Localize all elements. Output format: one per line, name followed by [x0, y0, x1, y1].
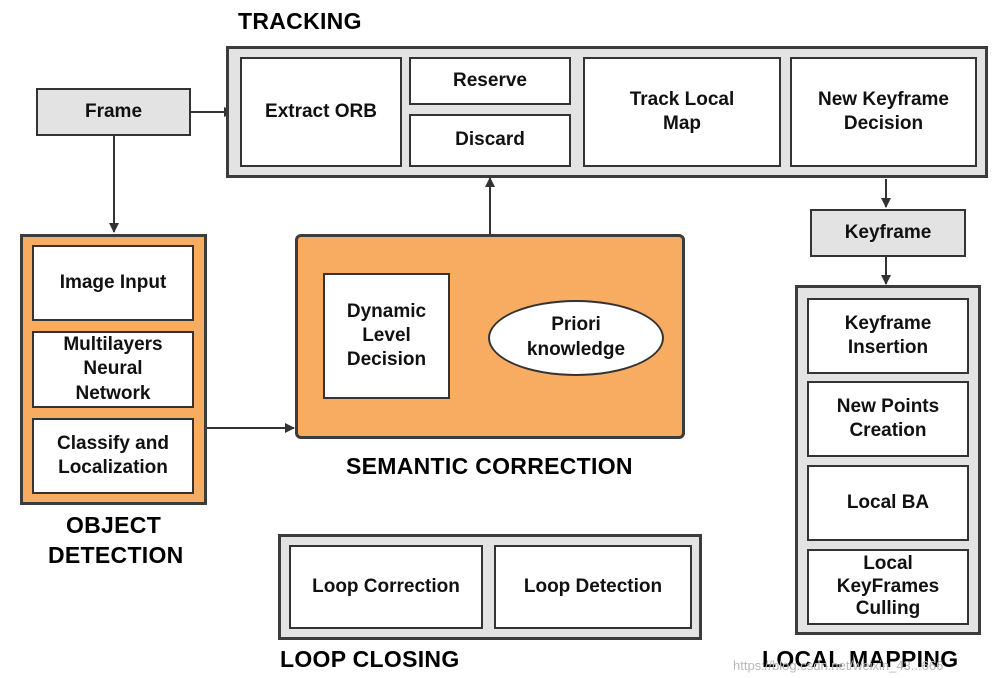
semantic-correction-title: SEMANTIC CORRECTION: [346, 453, 633, 479]
image-input-box: Image Input: [32, 245, 194, 321]
local-mapping-title: LOCAL MAPPING: [762, 646, 959, 672]
classify-localization-box: Classify and Localization: [32, 418, 194, 494]
multilayers-neural-network-box: Multilayers Neural Network: [32, 331, 194, 408]
object-detection-title: OBJECT DETECTION: [48, 512, 184, 569]
local-keyframes-culling-box: Local KeyFrames Culling: [807, 549, 969, 625]
extract-orb-box: Extract ORB: [240, 57, 402, 167]
priori-knowledge-ellipse: Priori knowledge: [488, 300, 664, 376]
new-points-creation-box: New Points Creation: [807, 381, 969, 457]
loop-correction-box: Loop Correction: [289, 545, 483, 629]
loop-closing-title: LOOP CLOSING: [280, 646, 460, 672]
loop-detection-box: Loop Detection: [494, 545, 692, 629]
keyframe-box: Keyframe: [810, 209, 966, 257]
keyframe-insertion-box: Keyframe Insertion: [807, 298, 969, 374]
watermark-text: https://blog.csdn.net/weixin_43...666: [733, 658, 944, 673]
frame-box: Frame: [36, 88, 191, 136]
local-ba-box: Local BA: [807, 465, 969, 541]
discard-box: Discard: [409, 114, 571, 167]
tracking-title: TRACKING: [238, 8, 362, 34]
dynamic-level-decision-box: Dynamic Level Decision: [323, 273, 450, 399]
track-local-map-box: Track Local Map: [583, 57, 781, 167]
new-keyframe-decision-box: New Keyframe Decision: [790, 57, 977, 167]
reserve-box: Reserve: [409, 57, 571, 105]
